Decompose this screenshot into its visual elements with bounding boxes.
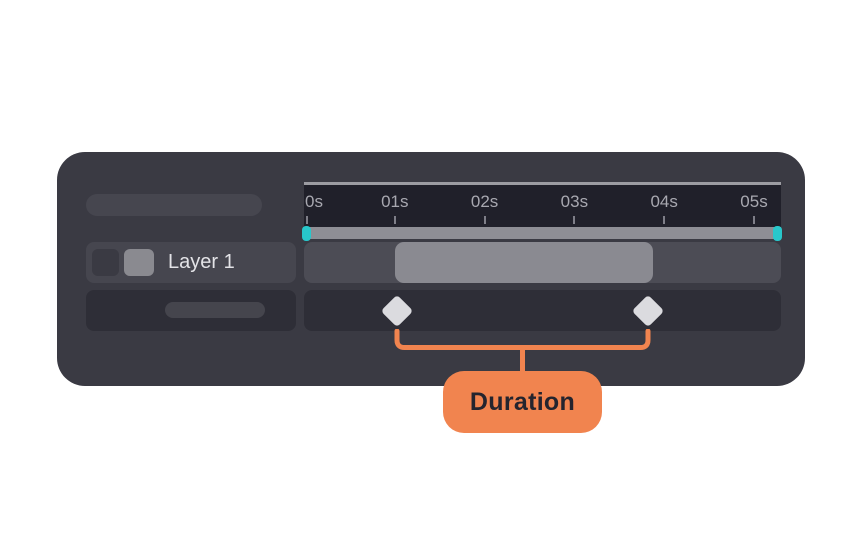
layer-item[interactable]: Layer 1 <box>86 242 296 283</box>
layer-track[interactable] <box>304 242 781 283</box>
keyframe-diamond[interactable] <box>631 294 665 327</box>
scrollbar-handle-right[interactable] <box>773 226 782 241</box>
layer-color-swatch[interactable] <box>124 249 154 276</box>
duration-callout: Duration <box>443 371 602 433</box>
keyframe-diamond[interactable] <box>381 294 414 327</box>
property-row[interactable] <box>86 290 296 331</box>
clip-bar[interactable] <box>394 242 653 283</box>
timeline-zoom-scrollbar[interactable] <box>304 227 781 239</box>
header-placeholder <box>86 194 262 216</box>
scrollbar-handle-left[interactable] <box>302 226 311 241</box>
layer-checkbox[interactable] <box>92 249 119 276</box>
layer-name-label: Layer 1 <box>168 251 235 273</box>
keyframe-track[interactable] <box>304 290 781 331</box>
duration-bracket <box>394 329 651 375</box>
property-placeholder <box>165 302 265 318</box>
